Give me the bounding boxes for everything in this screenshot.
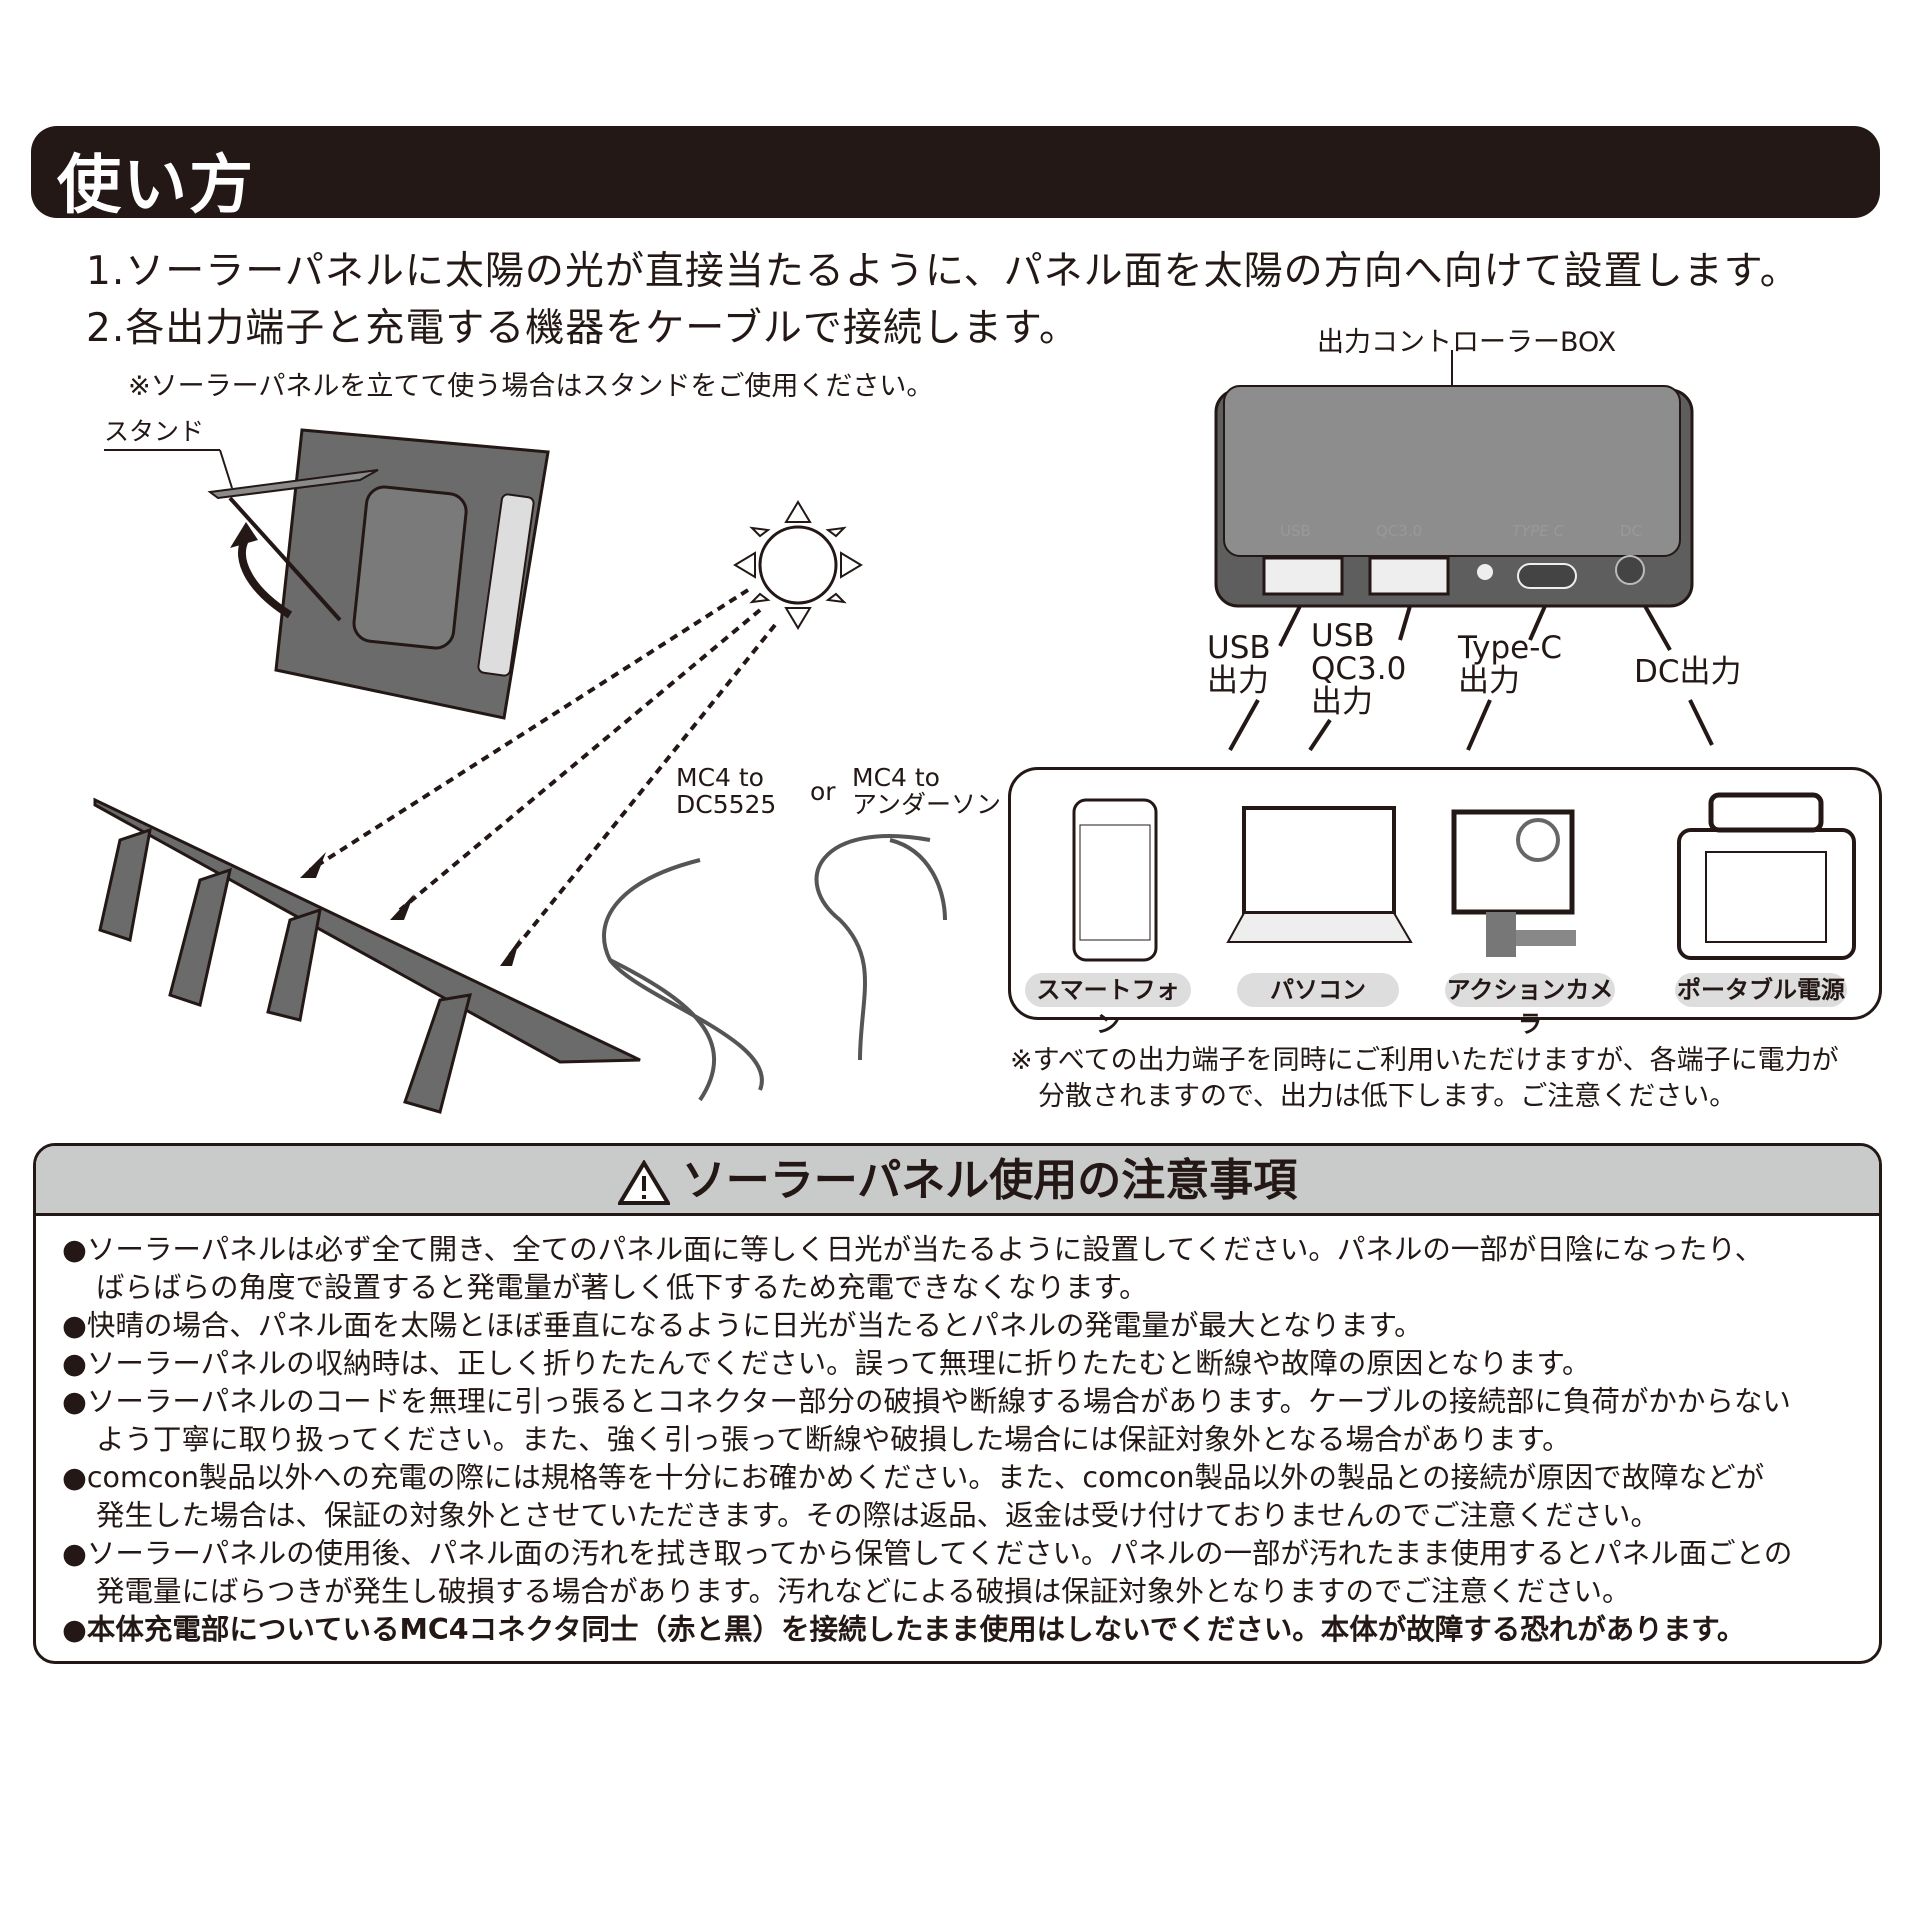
- footnote-2: 分散されますので、出力は低下します。ご注意ください。: [1038, 1081, 1737, 1112]
- warning-line: ●ソーラーパネルの使用後、パネル面の汚れを拭き取ってから保管してください。パネル…: [62, 1537, 1793, 1570]
- output-dc: DC出力: [1634, 654, 1742, 690]
- controller-label: 出力コントローラーBOX: [1317, 327, 1617, 358]
- warning-box: ソーラーパネル使用の注意事項 ●ソーラーパネルは必ず全て開き、全てのパネル面に等…: [33, 1143, 1882, 1664]
- stand-label: スタンド: [104, 417, 205, 446]
- warning-icon: [617, 1160, 670, 1205]
- solar-panel-illustration: [93, 428, 947, 1114]
- smartphone-icon: [1072, 798, 1158, 962]
- stand-note: ※ソーラーパネルを立てて使う場合はスタンドをご使用ください。: [128, 371, 934, 402]
- cable-or-label: or: [810, 777, 836, 806]
- sun-icon: [733, 500, 863, 630]
- stand-panel-image: [104, 428, 550, 720]
- device-pc: パソコン: [1237, 973, 1399, 1007]
- cable-images: [602, 834, 947, 1102]
- portable-power-icon: [1677, 792, 1856, 960]
- device-smartphone: スマートフォン: [1025, 973, 1191, 1038]
- footnote-1: ※すべての出力端子を同時にご利用いただけますが、各端子に電力が: [1010, 1045, 1839, 1076]
- unfolded-panel-image: [93, 797, 641, 1114]
- warning-title: ソーラーパネル使用の注意事項: [681, 1155, 1298, 1206]
- warning-line-bold: ●本体充電部についているMC4コネクタ同士（赤と黒）を接続したまま使用はしないで…: [62, 1613, 1746, 1646]
- warning-line: ●ソーラーパネルのコードを無理に引っ張るとコネクター部分の破損や断線する場合があ…: [62, 1385, 1791, 1418]
- warning-header: ソーラーパネル使用の注意事項: [36, 1146, 1879, 1216]
- device-images: [1072, 792, 1856, 962]
- warning-line: 発電量にばらつきが発生し破損する場合があります。汚れなどによる破損は保証対象外と…: [96, 1575, 1631, 1608]
- warning-line: ●ソーラーパネルの収納時は、正しく折りたたんでください。誤って無理に折りたたむと…: [62, 1347, 1591, 1380]
- warning-line: ●ソーラーパネルは必ず全て開き、全てのパネル面に等しく日光が当たるように設置して…: [62, 1233, 1764, 1266]
- devices-panel: スマートフォン パソコン アクションカメラ ポータブル電源: [1008, 767, 1882, 1038]
- device-portable-power: ポータブル電源: [1675, 973, 1847, 1007]
- warning-line: よう丁寧に取り扱ってください。また、強く引っ張って断線や破損した場合には保証対象…: [96, 1423, 1571, 1456]
- device-action-camera: アクションカメラ: [1445, 973, 1615, 1038]
- laptop-icon: [1226, 806, 1413, 943]
- section-header: 使い方: [31, 126, 1880, 223]
- action-camera-icon: [1451, 809, 1576, 957]
- page-title: 使い方: [57, 149, 255, 223]
- sunlight-arrows: [308, 588, 777, 957]
- warning-line: 発生した場合は、保証の対象外とさせていただきます。その際は返品、返金は受け付けて…: [96, 1499, 1659, 1532]
- warning-line: ●comcon製品以外への充電の際には規格等を十分にお確かめください。また、co…: [62, 1461, 1765, 1494]
- controller-box-image: [1214, 350, 1714, 752]
- step-2: 2.各出力端子と充電する機器をケーブルで接続します。: [86, 306, 1079, 351]
- warning-line: ばらばらの角度で設置すると発電量が著しく低下するため充電できなくなります。: [96, 1271, 1148, 1304]
- warning-line: ●快晴の場合、パネル面を太陽とほぼ垂直になるように日光が当たるとパネルの発電量が…: [62, 1309, 1423, 1342]
- step-1: 1.ソーラーパネルに太陽の光が直接当たるように、パネル面を太陽の方向へ向けて設置…: [86, 249, 1800, 294]
